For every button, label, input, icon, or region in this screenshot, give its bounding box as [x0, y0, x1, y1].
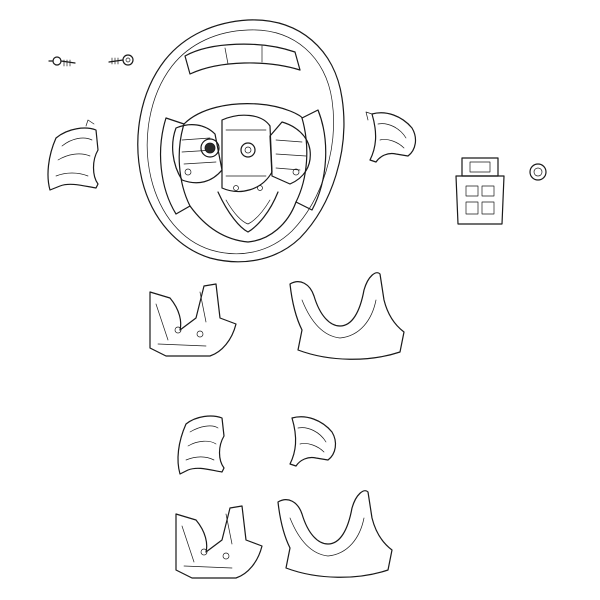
lower-trim-cover [289, 272, 405, 360]
right-switch-bezel [289, 416, 337, 467]
screw [108, 54, 134, 66]
right-switch-bezel [365, 111, 417, 163]
left-paddle-shifter [175, 505, 263, 579]
screw [48, 56, 76, 67]
lower-trim-cover [277, 490, 393, 578]
steering-wheel [137, 19, 345, 263]
left-switch-bezel [47, 119, 99, 191]
nut [529, 163, 547, 181]
left-switch-bezel [177, 415, 225, 475]
switch-module [455, 157, 505, 225]
left-paddle-shifter [149, 283, 237, 357]
